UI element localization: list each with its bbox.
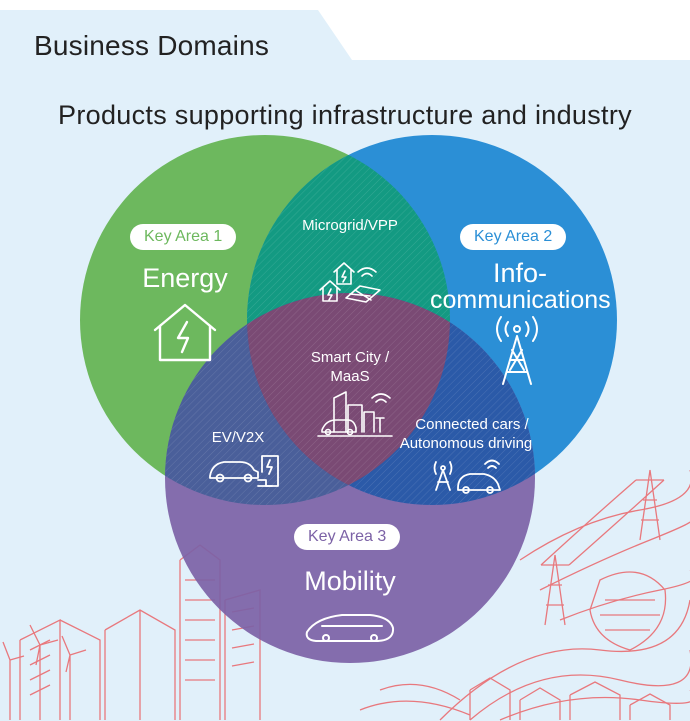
key-area-2-badge: Key Area 2 <box>460 224 567 250</box>
energy-title: Energy <box>142 263 228 293</box>
microgrid-icon <box>319 262 381 303</box>
forest-patch <box>589 571 667 651</box>
microgrid-vpp-label: Microgrid/VPP <box>302 217 398 234</box>
house-energy-icon <box>153 303 217 362</box>
infocommunications-title-line1: Info- <box>492 258 548 288</box>
page-title: Business Domains <box>34 30 270 61</box>
smart-city-icon <box>317 391 393 437</box>
pylon-2 <box>541 554 569 626</box>
connected-car-icon <box>433 459 501 494</box>
ev-v2x-label: EV/V2X <box>211 429 265 446</box>
page-subtitle: Products supporting infrastructure and i… <box>58 100 632 130</box>
key-area-1-badge: Key Area 1 <box>130 224 237 250</box>
wind-turbines <box>2 624 87 720</box>
smart-city-label-line1: Smart City / <box>310 349 390 366</box>
key-area-3-badge: Key Area 3 <box>294 524 401 550</box>
infocommunications-title-line2: communications <box>430 286 611 314</box>
future-car-icon <box>305 614 395 642</box>
ev-charging-icon <box>209 455 279 487</box>
pylon-1 <box>636 469 664 541</box>
radio-tower-icon <box>496 316 538 385</box>
connected-cars-label-line2: Autonomous driving <box>399 435 533 452</box>
mobility-title: Mobility <box>304 566 396 596</box>
connected-cars-label-line1: Connected cars / <box>415 416 529 433</box>
smart-city-label-line2: MaaS <box>330 368 370 385</box>
